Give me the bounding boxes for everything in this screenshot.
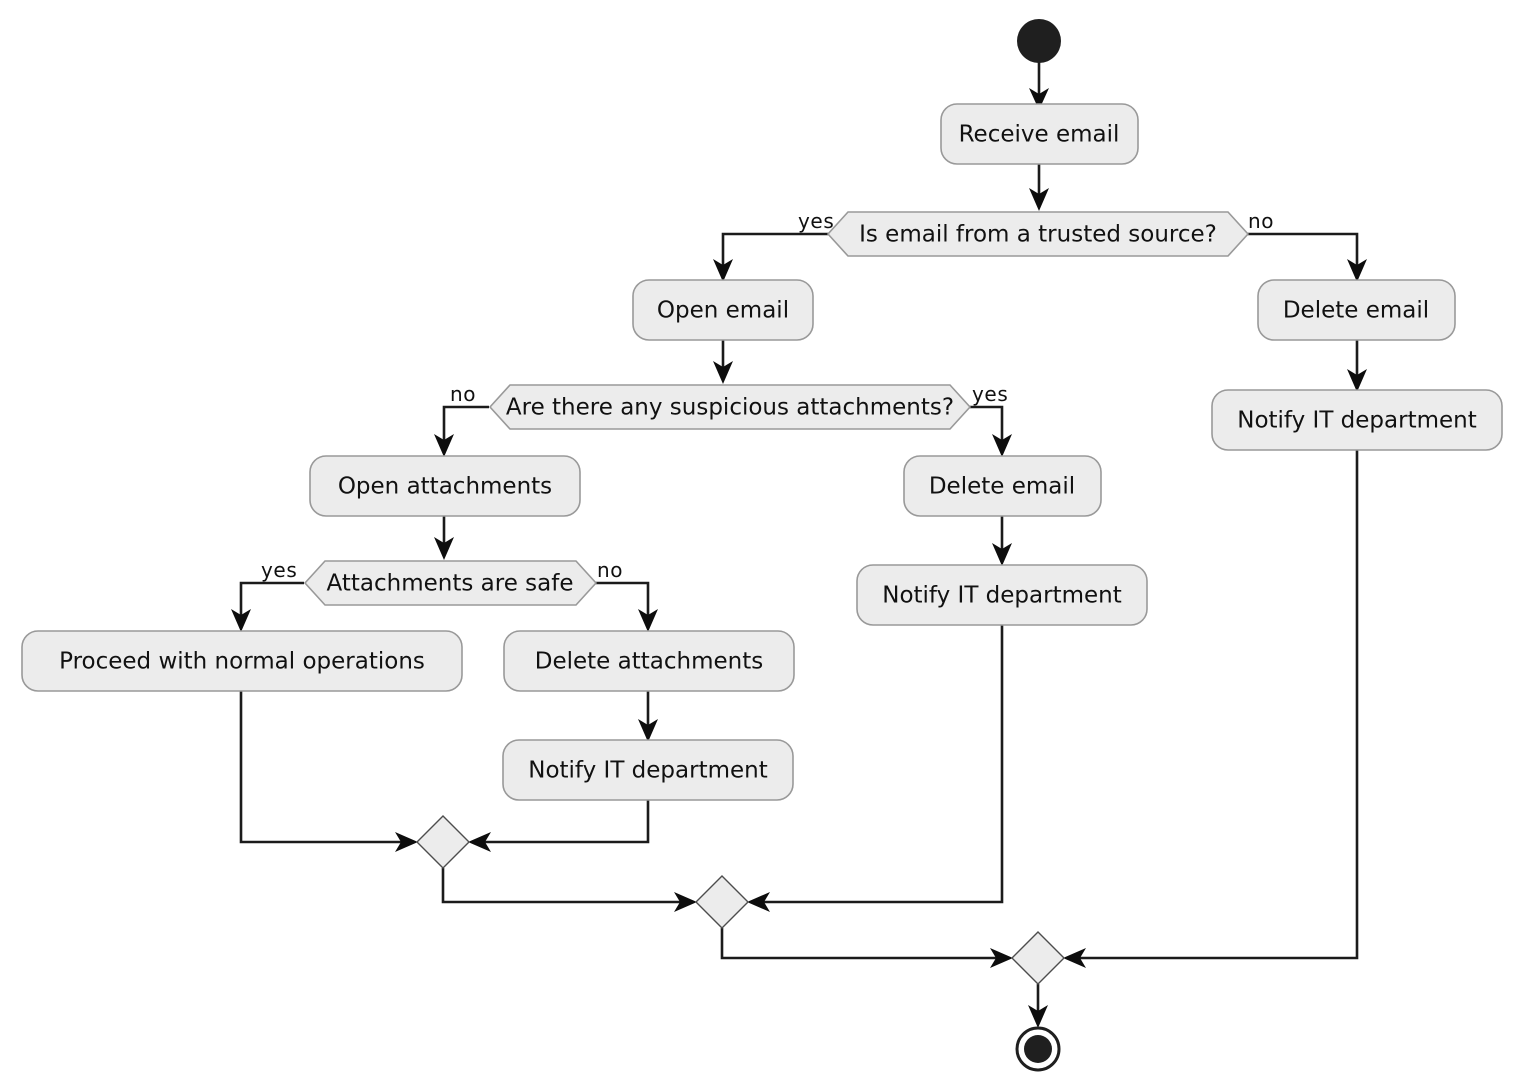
arrowhead-merge-3-left — [990, 948, 1013, 968]
guard-trusted-no: no — [1248, 209, 1274, 233]
arrowhead-decision-safe — [434, 537, 454, 560]
edge-decision-attachments-yes — [958, 405, 1004, 445]
arrowhead-merge-1-left — [395, 832, 418, 852]
node-delete-attachments[interactable]: Delete attachments — [503, 630, 795, 692]
action-box — [21, 630, 463, 692]
node-merge-1[interactable] — [416, 815, 470, 869]
edge-decision-safe-no — [584, 581, 650, 620]
action-box — [903, 455, 1102, 517]
edge-notify-it-suspicious-to-merge-2 — [759, 622, 1004, 904]
node-decision-safe[interactable]: Attachments are safe — [303, 560, 598, 606]
node-receive-email-label: Receive email — [959, 122, 1120, 148]
guard-attachments-no: no — [450, 382, 476, 406]
node-proceed-normal[interactable]: Proceed with normal operations — [21, 630, 463, 692]
merge-diamond — [695, 875, 749, 929]
arrowhead-notify-it-deleted — [638, 719, 658, 742]
action-box — [502, 739, 794, 801]
edge-decision-trusted-no — [1234, 232, 1359, 270]
edge-notify-it-deleted-to-merge-1 — [480, 798, 650, 844]
arrowhead-delete-email-untrusted — [1347, 259, 1367, 282]
guard-safe-yes: yes — [261, 558, 297, 582]
edge-decision-safe-yes — [239, 581, 304, 620]
node-merge-2[interactable] — [695, 875, 749, 929]
action-box — [632, 279, 814, 341]
node-decision-trusted-label: Is email from a trusted source? — [859, 222, 1217, 248]
edge-merge-1-to-merge-2 — [441, 868, 685, 904]
guard-safe-no: no — [597, 558, 623, 582]
node-receive-email[interactable]: Receive email — [940, 103, 1139, 165]
node-delete-attachments-label: Delete attachments — [535, 649, 763, 675]
action-box — [1257, 279, 1456, 341]
action-box — [309, 455, 581, 517]
arrowhead-notify-it-suspicious — [992, 543, 1012, 566]
edge-decision-attachments-no — [442, 405, 489, 445]
node-start[interactable] — [1017, 19, 1061, 63]
merge-diamond — [416, 815, 470, 869]
arrowhead-merge-2-right — [747, 892, 770, 912]
final-node-icon — [1024, 1035, 1052, 1063]
merge-diamond — [1011, 931, 1065, 985]
node-notify-it-deleted[interactable]: Notify IT department — [502, 739, 794, 801]
node-proceed-normal-label: Proceed with normal operations — [59, 649, 425, 675]
arrowhead-delete-email-suspicious — [992, 434, 1012, 457]
arrowhead-end-node — [1028, 1005, 1048, 1028]
guard-trusted-yes: yes — [798, 209, 834, 233]
node-open-email[interactable]: Open email — [632, 279, 814, 341]
node-notify-it-suspicious-label: Notify IT department — [882, 583, 1122, 609]
edge-merge-2-to-merge-3 — [720, 928, 1001, 960]
arrowhead-merge-1-right — [468, 832, 491, 852]
arrowhead-decision-trusted — [1029, 188, 1049, 211]
arrowhead-merge-2-left — [674, 892, 697, 912]
node-notify-it-untrusted[interactable]: Notify IT department — [1211, 389, 1503, 451]
decision-hexagon — [303, 560, 598, 606]
guard-attachments-yes: yes — [972, 382, 1008, 406]
edge-notify-it-untrusted-to-merge-3 — [1075, 448, 1359, 960]
action-box — [856, 564, 1148, 626]
arrowhead-merge-3-right — [1063, 948, 1086, 968]
arrowhead-open-email — [713, 259, 733, 282]
node-open-attachments[interactable]: Open attachments — [309, 455, 581, 517]
edge-decision-trusted-yes — [721, 232, 845, 270]
arrowhead-notify-it-untrusted — [1347, 369, 1367, 392]
node-open-email-label: Open email — [657, 298, 789, 324]
node-notify-it-suspicious[interactable]: Notify IT department — [856, 564, 1148, 626]
arrowhead-receive-email — [1029, 88, 1049, 110]
arrowhead-proceed-normal — [231, 609, 251, 632]
node-merge-3[interactable] — [1011, 931, 1065, 985]
decision-hexagon — [826, 211, 1250, 257]
node-decision-safe-label: Attachments are safe — [327, 571, 574, 597]
initial-node-icon — [1017, 19, 1061, 63]
node-decision-trusted[interactable]: Is email from a trusted source? — [826, 211, 1250, 257]
node-notify-it-untrusted-label: Notify IT department — [1237, 408, 1477, 434]
node-delete-email-suspicious[interactable]: Delete email — [903, 455, 1102, 517]
node-end[interactable] — [1015, 1026, 1061, 1072]
action-box — [503, 630, 795, 692]
edge-proceed-normal-to-merge-1 — [239, 688, 406, 844]
arrowhead-decision-attachments — [713, 361, 733, 384]
edge-layer: left to Open email --> right to Delete e… — [231, 62, 1367, 1028]
node-delete-email-untrusted-label: Delete email — [1283, 298, 1429, 324]
node-decision-attachments[interactable]: Are there any suspicious attachments? — [488, 384, 972, 430]
arrowhead-delete-attachments — [638, 609, 658, 632]
action-box — [940, 103, 1139, 165]
node-decision-attachments-label: Are there any suspicious attachments? — [506, 395, 954, 421]
node-delete-email-untrusted[interactable]: Delete email — [1257, 279, 1456, 341]
node-open-attachments-label: Open attachments — [338, 474, 552, 500]
decision-hexagon — [488, 384, 972, 430]
arrowhead-open-attachments — [434, 434, 454, 457]
action-box — [1211, 389, 1503, 451]
node-notify-it-deleted-label: Notify IT department — [528, 758, 768, 784]
node-delete-email-suspicious-label: Delete email — [929, 474, 1075, 500]
